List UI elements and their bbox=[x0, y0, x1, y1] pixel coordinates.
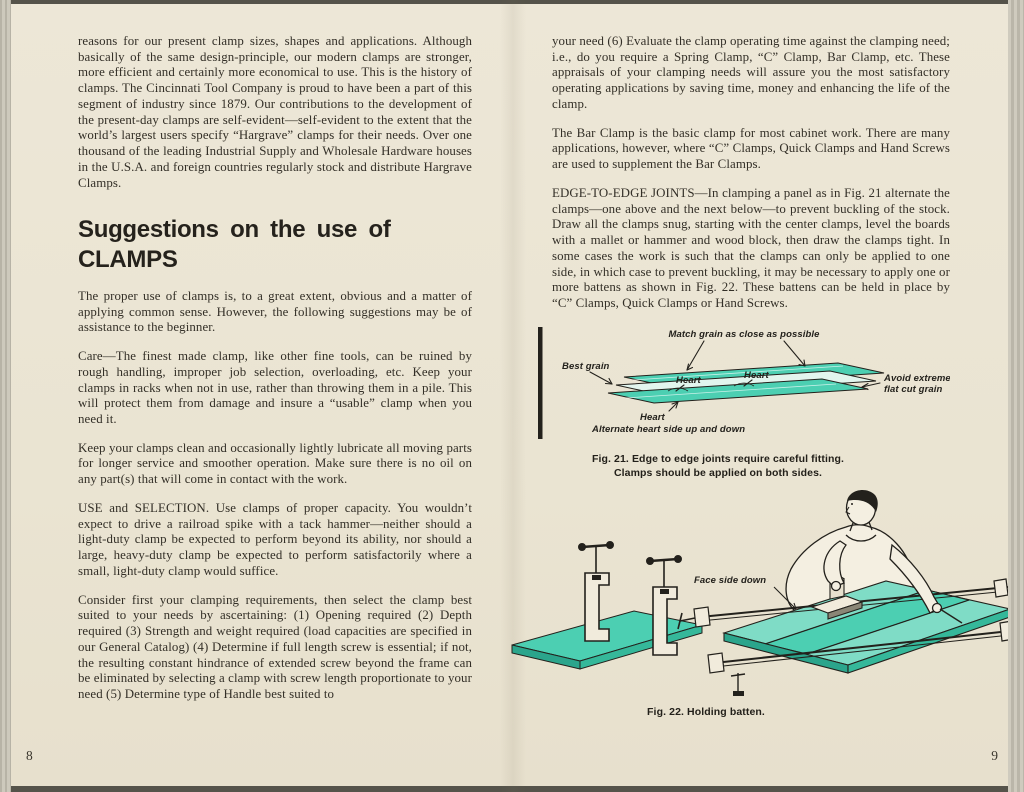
paragraph: Consider first your clamping requirement… bbox=[78, 592, 472, 702]
page-number-left: 8 bbox=[26, 748, 33, 763]
paragraph: your need (6) Evaluate the clamp operati… bbox=[552, 34, 950, 111]
fig21-label-heart-top-right: Heart bbox=[744, 370, 770, 381]
fig21-label-alternate: Alternate heart side up and down bbox=[591, 424, 745, 435]
paragraph: USE and SELECTION. Use clamps of proper … bbox=[78, 500, 472, 578]
fig21-caption: Fig. 21. Edge to edge joints require car… bbox=[568, 453, 868, 480]
fig21-caption-line2: Clamps should be applied on both sides. bbox=[613, 467, 823, 480]
fig22-arrow-face-side bbox=[773, 586, 797, 610]
fig22-c-clamp-1 bbox=[578, 540, 615, 642]
figure-22: Face side down Fig. 22. Holding batten. bbox=[494, 483, 1024, 719]
fig21-arrows bbox=[589, 340, 881, 412]
page-number-right: 9 bbox=[991, 748, 998, 763]
fig22-workman-arms bbox=[823, 539, 963, 624]
fig22-c-clamp-2 bbox=[646, 554, 683, 656]
section-heading: Suggestions on the use of CLAMPS bbox=[78, 216, 391, 273]
book-edge-right bbox=[1008, 0, 1024, 792]
fig21-label-match-grain: Match grain as close as possible bbox=[668, 329, 820, 340]
paragraph: The Bar Clamp is the basic clamp for mos… bbox=[552, 125, 950, 172]
page-right: your need (6) Evaluate the clamp operati… bbox=[511, 34, 1015, 719]
paragraph: reasons for our present clamp sizes, sha… bbox=[78, 34, 472, 190]
fig22-holding-batten-illustration: Face side down bbox=[511, 489, 1015, 696]
paragraph: Care—The finest made clamp, like other f… bbox=[78, 349, 472, 427]
fig21-label-best-grain: Best grain bbox=[562, 361, 610, 372]
fig22-caption: Fig. 22. Holding batten. bbox=[647, 705, 765, 718]
fig21-label-heart-bottom: Heart bbox=[640, 412, 666, 423]
paragraph: Keep your clamps clean and occasionally … bbox=[78, 440, 472, 487]
page-left: reasons for our present clamp sizes, sha… bbox=[78, 34, 472, 716]
fig22-panel bbox=[722, 580, 1013, 674]
fig21-label-avoid-line1: Avoid extreme bbox=[883, 373, 950, 384]
fig21-grain-lines bbox=[625, 365, 844, 399]
figure-rule bbox=[538, 326, 543, 439]
figure-21: Match grain as close as possible Best gr… bbox=[538, 325, 951, 481]
paragraph: EDGE-TO-EDGE JOINTS—In clamping a panel … bbox=[552, 185, 950, 311]
fig21-edge-joint-diagram: Match grain as close as possible Best gr… bbox=[538, 326, 951, 439]
fig21-label-avoid-line2: flat cut grain bbox=[884, 384, 943, 395]
fig21-boards bbox=[607, 362, 885, 404]
fig21-caption-line1: Fig. 21. Edge to edge joints require car… bbox=[591, 453, 845, 466]
paragraph: The proper use of clamps is, to a great … bbox=[78, 288, 472, 335]
book-edge-left bbox=[0, 0, 11, 792]
page-gutter bbox=[500, 0, 526, 792]
fig21-heart-rings bbox=[667, 382, 755, 392]
fig21-label-heart-top-left: Heart bbox=[676, 375, 702, 386]
fig22-small-clamp bbox=[730, 672, 746, 696]
fig22-label-face-side-down: Face side down bbox=[694, 575, 766, 586]
